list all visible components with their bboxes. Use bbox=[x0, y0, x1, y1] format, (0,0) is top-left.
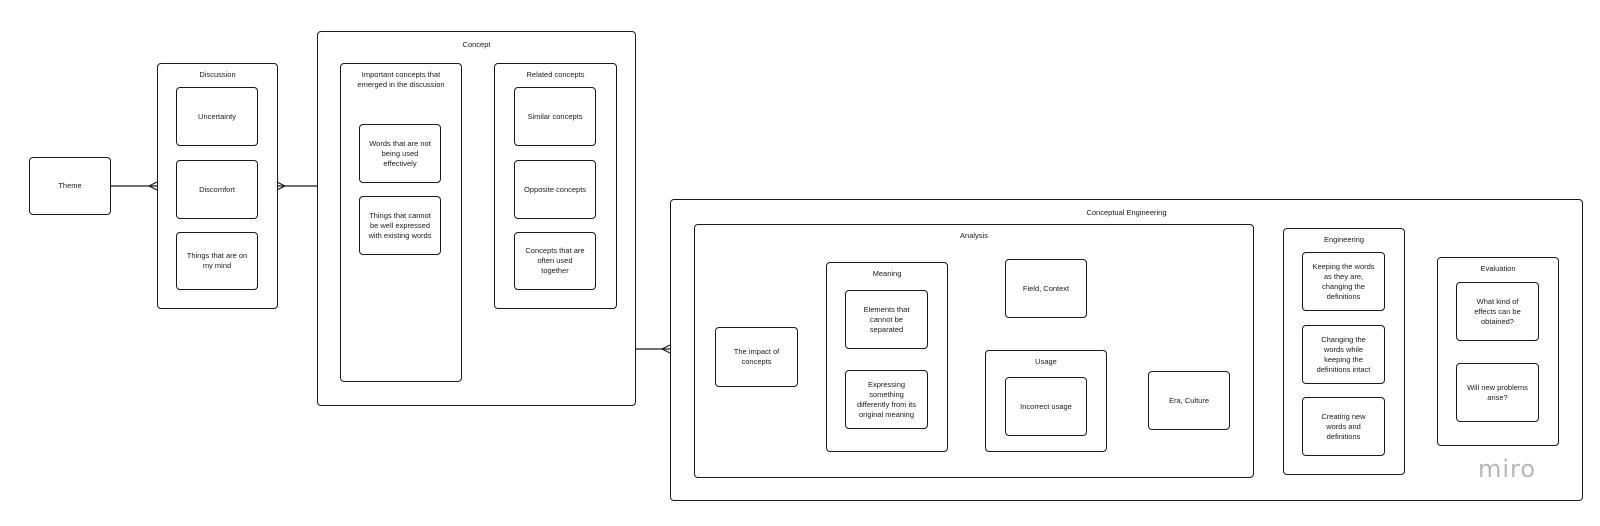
usage-title: Usage bbox=[1035, 357, 1057, 366]
meaning-item-inseparable[interactable]: Elements that cannot be separated bbox=[845, 290, 928, 349]
concept-title: Concept bbox=[462, 40, 491, 49]
important-item-cannot-be-expressed[interactable]: Things that cannot be well expressed wit… bbox=[359, 196, 441, 255]
theme-node[interactable]: Theme bbox=[29, 157, 111, 215]
connector-theme-discussion bbox=[110, 181, 158, 191]
related-item-opposite[interactable]: Opposite concepts bbox=[514, 160, 596, 219]
evaluation-item-effects[interactable]: What kind of effects can be obtained? bbox=[1456, 282, 1539, 341]
discussion-title: Discussion bbox=[199, 70, 236, 79]
engineering-item-keep-words[interactable]: Keeping the words as they are, changing … bbox=[1302, 252, 1385, 311]
evaluation-title: Evaluation bbox=[1480, 264, 1516, 273]
important-concepts-title: Important concepts that emerged in the d… bbox=[357, 70, 445, 89]
important-item-not-used-effectively[interactable]: Words that are not being used effectivel… bbox=[359, 124, 441, 183]
miro-logo: miro bbox=[1478, 455, 1537, 483]
analysis-title: Analysis bbox=[960, 231, 988, 240]
engineering-item-create-new[interactable]: Creating new words and definitions bbox=[1302, 397, 1385, 456]
related-item-similar[interactable]: Similar concepts bbox=[514, 87, 596, 146]
conceptual-engineering-title: Conceptual Engineering bbox=[1086, 208, 1167, 217]
discussion-item-discomfort[interactable]: Discomfort bbox=[176, 160, 258, 219]
meaning-title: Meaning bbox=[872, 269, 902, 278]
engineering-item-change-words[interactable]: Changing the words while keeping the def… bbox=[1302, 325, 1385, 384]
impact-of-concepts-node[interactable]: The impact of concepts bbox=[715, 327, 798, 387]
discussion-item-uncertainty[interactable]: Uncertainty bbox=[176, 87, 258, 146]
related-item-used-together[interactable]: Concepts that are often used together bbox=[514, 232, 596, 290]
era-culture-node[interactable]: Era, Culture bbox=[1148, 371, 1230, 430]
discussion-item-on-my-mind[interactable]: Things that are on my mind bbox=[176, 232, 258, 290]
related-concepts-title: Related concepts bbox=[526, 70, 585, 79]
meaning-item-expressing-differently[interactable]: Expressing something differently from it… bbox=[845, 370, 928, 429]
usage-item-incorrect[interactable]: Incorrect usage bbox=[1005, 377, 1087, 436]
field-context-node[interactable]: Field, Context bbox=[1005, 259, 1087, 318]
engineering-title: Engineering bbox=[1323, 235, 1365, 244]
evaluation-item-new-problems[interactable]: Will new problems arise? bbox=[1456, 363, 1539, 422]
